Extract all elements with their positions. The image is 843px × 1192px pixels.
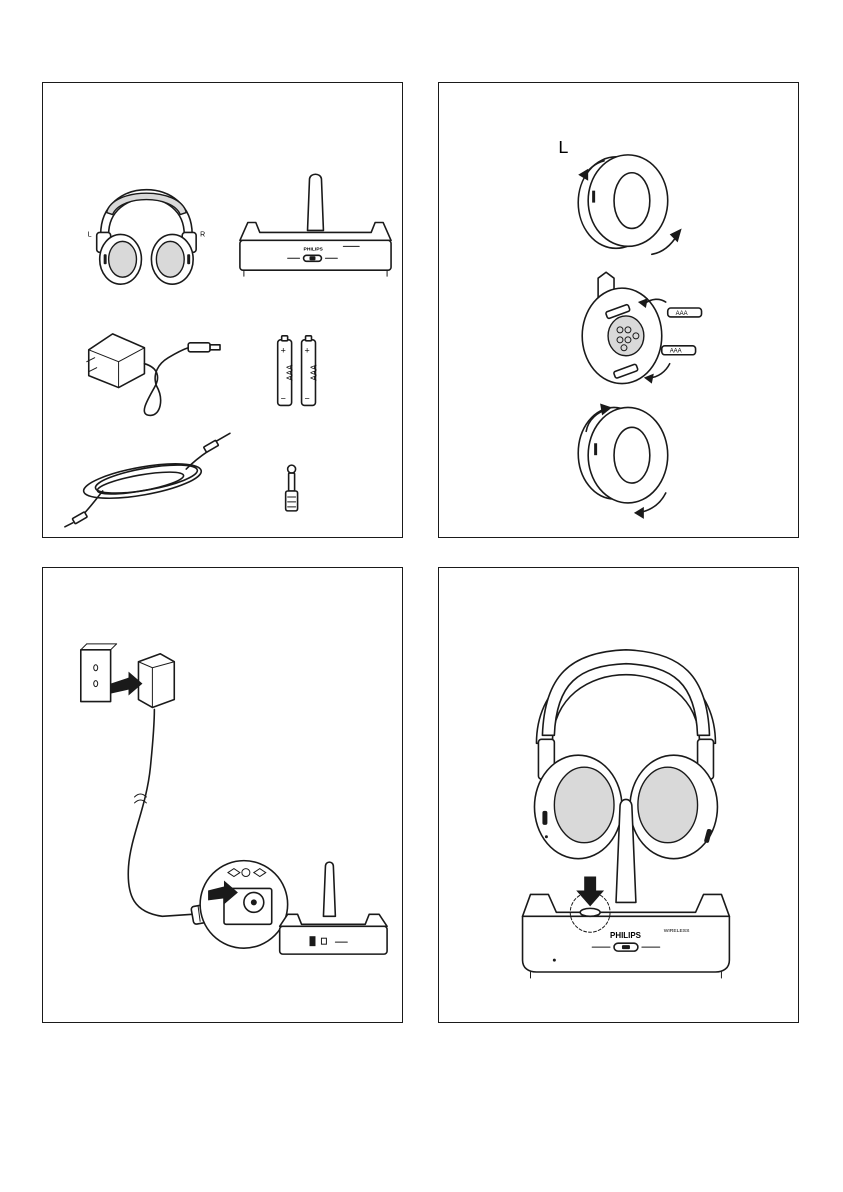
earcup-side-label: L (558, 137, 568, 157)
battery-2-minus: − (305, 393, 310, 403)
battery-install-panel: L AAA AAA (438, 82, 799, 538)
battery-2-label: AAA (309, 364, 318, 381)
dock-brand-text: PHILIPS (610, 931, 641, 940)
charging-illustration: PHILIPS WIRELESS (439, 568, 798, 1022)
battery-top-label: AAA (676, 311, 688, 317)
close-cover-illustration (578, 403, 668, 518)
battery-bottom-label: AAA (670, 349, 682, 355)
power-connection-panel (42, 567, 403, 1023)
battery-1-minus: − (281, 393, 286, 403)
package-contents-panel: L R PHILIPS + + AAA AAA − − (42, 82, 403, 538)
dock-brand-text: PHILIPS (304, 246, 324, 252)
battery-2-plus: + (305, 346, 310, 356)
headphone-right-mark: R (200, 231, 205, 238)
power-adapter-illustration (87, 334, 220, 416)
headphones-illustration: L R (88, 190, 205, 284)
battery-1-plus: + (281, 346, 286, 356)
charging-panel: PHILIPS WIRELESS (438, 567, 799, 1023)
batteries-illustration: + + AAA AAA − − (278, 336, 319, 406)
adapter-illustration (111, 654, 193, 917)
battery-1-label: AAA (286, 364, 295, 381)
battery-install-illustration: L AAA AAA (439, 83, 798, 537)
dock-back-illustration (280, 862, 387, 954)
remove-cover-illustration (578, 155, 681, 254)
transmitter-dock-illustration: PHILIPS (240, 174, 391, 276)
power-connection-illustration (43, 568, 402, 1022)
jack-adapter-illustration (286, 465, 298, 511)
package-contents-illustration: L R PHILIPS + + AAA AAA − − (43, 83, 402, 537)
headphone-left-mark: L (88, 231, 92, 238)
audio-cable-illustration (65, 433, 230, 526)
dock-wireless-label: WIRELESS (664, 928, 690, 934)
insert-batteries-illustration: AAA AAA (582, 272, 701, 383)
